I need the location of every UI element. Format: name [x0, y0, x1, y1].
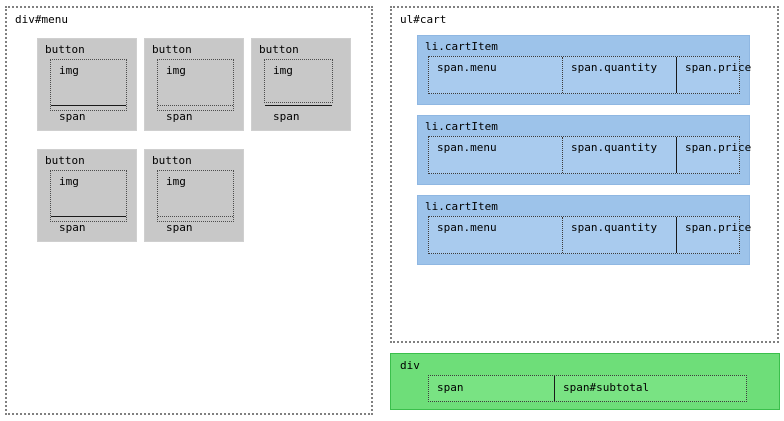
menu-button-label: button	[152, 43, 192, 56]
menu-item-image-label: img	[273, 64, 293, 77]
cart-item-label: li.cartItem	[425, 200, 498, 213]
menu-item-image-label: img	[59, 175, 79, 188]
menu-button[interactable]: button img span	[144, 149, 244, 242]
subtotal-panel: div span span#subtotal	[390, 353, 780, 410]
cart-item[interactable]: li.cartItem span.menu span.quantity span.pr…	[417, 35, 751, 105]
cart-item-quantity: span.quantity	[562, 137, 676, 173]
menu-item-name: span	[51, 105, 126, 123]
cart-item-quantity-label: span.quantity	[571, 221, 658, 234]
menu-item-name-label: span	[166, 110, 193, 123]
menu-item-image: img	[158, 60, 233, 105]
subtotal-value-text: span#subtotal	[563, 381, 650, 394]
menu-button-label: button	[259, 43, 299, 56]
cart-item-menu-label: span.menu	[437, 141, 497, 154]
menu-button[interactable]: button img span	[37, 38, 137, 131]
menu-item-name-label: span	[166, 221, 193, 234]
subtotal-label-cell: span	[429, 376, 554, 401]
menu-item-image: img	[158, 171, 233, 216]
cart-item-menu: span.menu	[429, 137, 562, 173]
menu-button-content: img span	[264, 59, 333, 123]
subtotal-value-cell: span#subtotal	[554, 376, 746, 401]
menu-button-content: img span	[157, 170, 234, 234]
menu-item-name: span	[51, 216, 126, 234]
cart-item-quantity-label: span.quantity	[571, 141, 658, 154]
cart-item-label: li.cartItem	[425, 120, 498, 133]
cart-item-menu-label: span.menu	[437, 221, 497, 234]
cart-item-price: span.price	[676, 57, 751, 93]
menu-button-content: img span	[157, 59, 234, 123]
menu-item-name: span	[158, 105, 233, 123]
menu-item-image: img	[51, 171, 126, 216]
cart-item-label: li.cartItem	[425, 40, 498, 53]
menu-item-name: span	[158, 216, 233, 234]
cart-panel: ul#cart li.cartItem span.menu span.quantit…	[390, 6, 779, 343]
menu-item-name: span	[265, 105, 332, 123]
cart-item-price: span.price	[676, 137, 751, 173]
cart-item-price-label: span.price	[685, 141, 752, 154]
cart-item-row: span.menu span.quantity span.price	[428, 216, 751, 254]
cart-item-price: span.price	[676, 217, 751, 253]
menu-button[interactable]: button img span	[144, 38, 244, 131]
cart-item-menu-label: span.menu	[437, 61, 497, 74]
cart-item-quantity: span.quantity	[562, 57, 676, 93]
cart-item-menu: span.menu	[429, 57, 562, 93]
menu-item-name-label: span	[59, 110, 86, 123]
menu-panel-label: div#menu	[15, 13, 68, 26]
menu-button-content: img span	[50, 59, 127, 123]
menu-item-image-label: img	[59, 64, 79, 77]
menu-item-name-label: span	[273, 110, 300, 123]
cart-item-menu: span.menu	[429, 217, 562, 253]
cart-item-quantity-label: span.quantity	[571, 61, 658, 74]
menu-item-name-label: span	[59, 221, 86, 234]
menu-item-image-label: img	[166, 64, 186, 77]
menu-button[interactable]: button img span	[37, 149, 137, 242]
menu-item-image: img	[265, 60, 332, 105]
cart-panel-label: ul#cart	[400, 13, 447, 26]
cart-item[interactable]: li.cartItem span.menu span.quantity span.pr…	[417, 115, 751, 185]
menu-button[interactable]: button img span	[251, 38, 351, 131]
menu-item-image: img	[51, 60, 126, 105]
cart-item-row: span.menu span.quantity span.price	[428, 136, 751, 174]
cart-item-price-label: span.price	[685, 61, 752, 74]
cart-item[interactable]: li.cartItem span.menu span.quantity span.pr…	[417, 195, 751, 265]
subtotal-row: span span#subtotal	[428, 375, 747, 402]
cart-item-price-label: span.price	[685, 221, 752, 234]
subtotal-label-text: span	[437, 381, 464, 394]
menu-button-label: button	[152, 154, 192, 167]
menu-item-image-label: img	[166, 175, 186, 188]
menu-button-label: button	[45, 43, 85, 56]
menu-button-content: img span	[50, 170, 127, 234]
cart-item-row: span.menu span.quantity span.price	[428, 56, 751, 94]
menu-button-label: button	[45, 154, 85, 167]
cart-item-quantity: span.quantity	[562, 217, 676, 253]
subtotal-panel-label: div	[400, 359, 420, 372]
